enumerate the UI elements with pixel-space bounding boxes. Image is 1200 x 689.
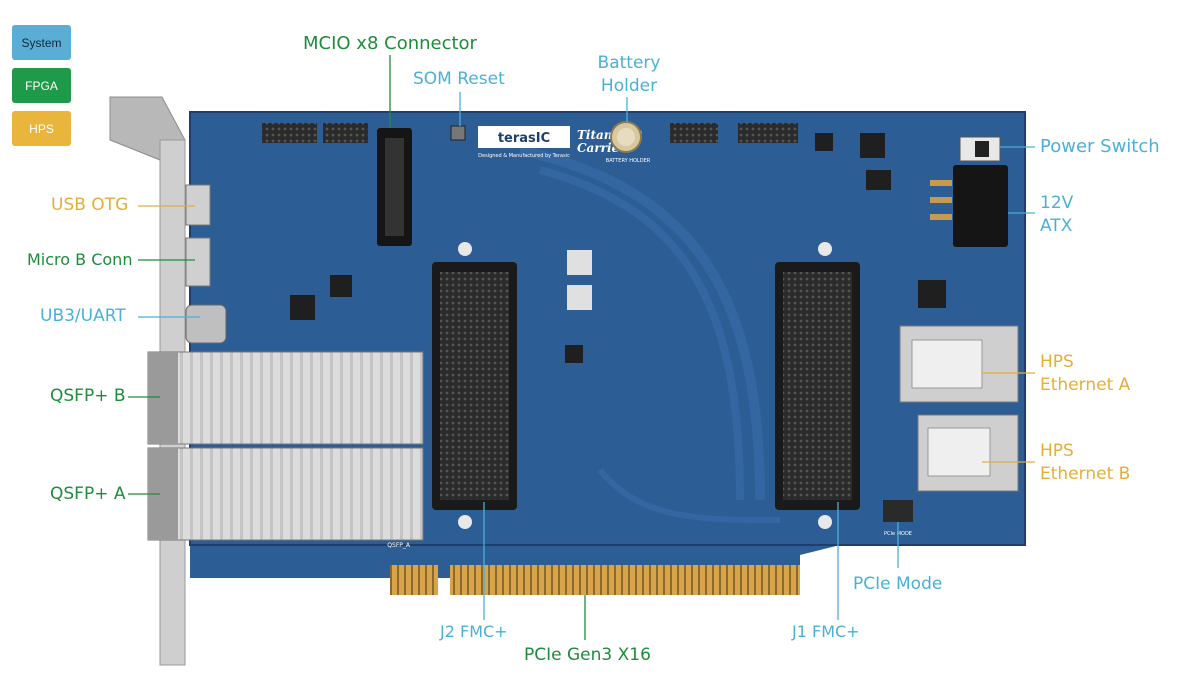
pcie-mode-switch <box>883 500 913 522</box>
rj45-port-b <box>917 414 1019 492</box>
pin-headers <box>262 123 798 143</box>
battery-holder: BATTERY HOLDER <box>606 121 651 164</box>
qsfp-cage-b <box>147 351 424 445</box>
label-power-switch: Power Switch <box>1040 136 1160 157</box>
power-switch <box>959 136 1001 162</box>
label-pcie-mode: PCIe Mode <box>853 574 943 594</box>
label-micro-b: Micro B Conn <box>27 250 133 269</box>
label-j1-fmc: J1 FMC+ <box>792 622 860 641</box>
atx-connector <box>930 165 1008 247</box>
leader-lines <box>128 55 1035 640</box>
pcie-edge-connector <box>390 565 800 595</box>
label-ub3-uart: UB3/UART <box>40 306 126 326</box>
label-eth-b: HPS Ethernet B <box>1040 441 1131 484</box>
qsfp-cage-a: QSFP_A <box>147 447 424 549</box>
label-pcie-gen3: PCIe Gen3 X16 <box>524 645 651 665</box>
label-atx: 12V ATX <box>1040 193 1074 236</box>
legend-fpga: FPGA <box>12 68 71 103</box>
rj45-port-a <box>899 325 1019 403</box>
brand-text: terasIC <box>498 131 550 146</box>
label-qsfp-b: QSFP+ B <box>50 386 126 406</box>
silk-qsfp: QSFP_A <box>387 542 411 549</box>
legend-system: System <box>12 25 71 60</box>
label-battery-holder: Battery Holder <box>597 53 661 96</box>
tagline-text: Designed & Manufactured by Terasic <box>478 153 570 159</box>
label-qsfp-a: QSFP+ A <box>50 484 126 504</box>
usb-connectors <box>185 184 227 344</box>
mcio-connector <box>377 128 412 246</box>
label-eth-a: HPS Ethernet A <box>1040 352 1131 395</box>
som-reset-button <box>450 125 466 141</box>
label-j2-fmc: J2 FMC+ <box>440 622 508 641</box>
small-ics <box>290 133 946 363</box>
fmc-connector-j2 <box>432 242 517 529</box>
silk-battery: BATTERY HOLDER <box>606 158 651 164</box>
label-mcio: MCIO x8 Connector <box>303 33 477 54</box>
label-som-reset: SOM Reset <box>413 69 505 89</box>
fmc-connector-j1 <box>775 242 860 529</box>
label-usb-otg: USB OTG <box>51 195 129 215</box>
legend-hps: HPS <box>12 111 71 146</box>
